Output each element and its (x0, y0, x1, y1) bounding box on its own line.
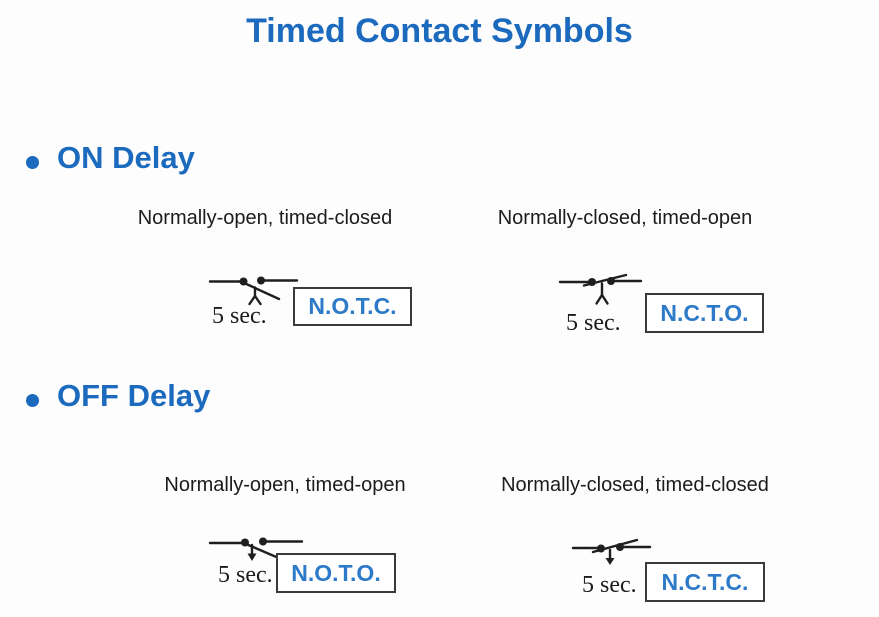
time-label-noto: 5 sec. (218, 562, 273, 588)
tag-label-notc: N.O.T.C. (308, 293, 397, 319)
notc-contact-symbol-icon (208, 276, 299, 306)
tag-box-ncto: N.C.T.O. (645, 293, 764, 333)
section-heading-on-delay: ON Delay (57, 140, 195, 175)
slide-title: Timed Contact Symbols (246, 12, 633, 50)
diagram-caption-nctc: Normally-closed, timed-closed (501, 474, 769, 496)
bullet-icon (26, 394, 39, 407)
time-label-ncto: 5 sec. (566, 310, 621, 336)
bullet-icon (26, 156, 39, 169)
tag-box-noto: N.O.T.O. (276, 553, 396, 593)
tag-box-nctc: N.C.T.C. (645, 562, 765, 602)
section-heading-off-delay: OFF Delay (57, 378, 211, 413)
tag-label-ncto: N.C.T.O. (660, 299, 749, 326)
time-label-nctc: 5 sec. (582, 572, 637, 598)
diagram-caption-noto: Normally-open, timed-open (164, 474, 406, 496)
tag-label-noto: N.O.T.O. (291, 559, 381, 586)
ncto-contact-symbol-icon (558, 273, 643, 305)
diagram-caption-notc: Normally-open, timed-closed (137, 207, 393, 229)
time-label-notc: 5 sec. (212, 303, 267, 329)
diagram-caption-ncto: Normally-closed, timed-open (497, 207, 753, 229)
nctc-contact-symbol-icon (571, 538, 652, 565)
tag-label-nctc: N.C.T.C. (661, 568, 749, 595)
noto-contact-symbol-icon (208, 537, 304, 561)
tag-box-notc: N.O.T.C. (293, 287, 412, 326)
